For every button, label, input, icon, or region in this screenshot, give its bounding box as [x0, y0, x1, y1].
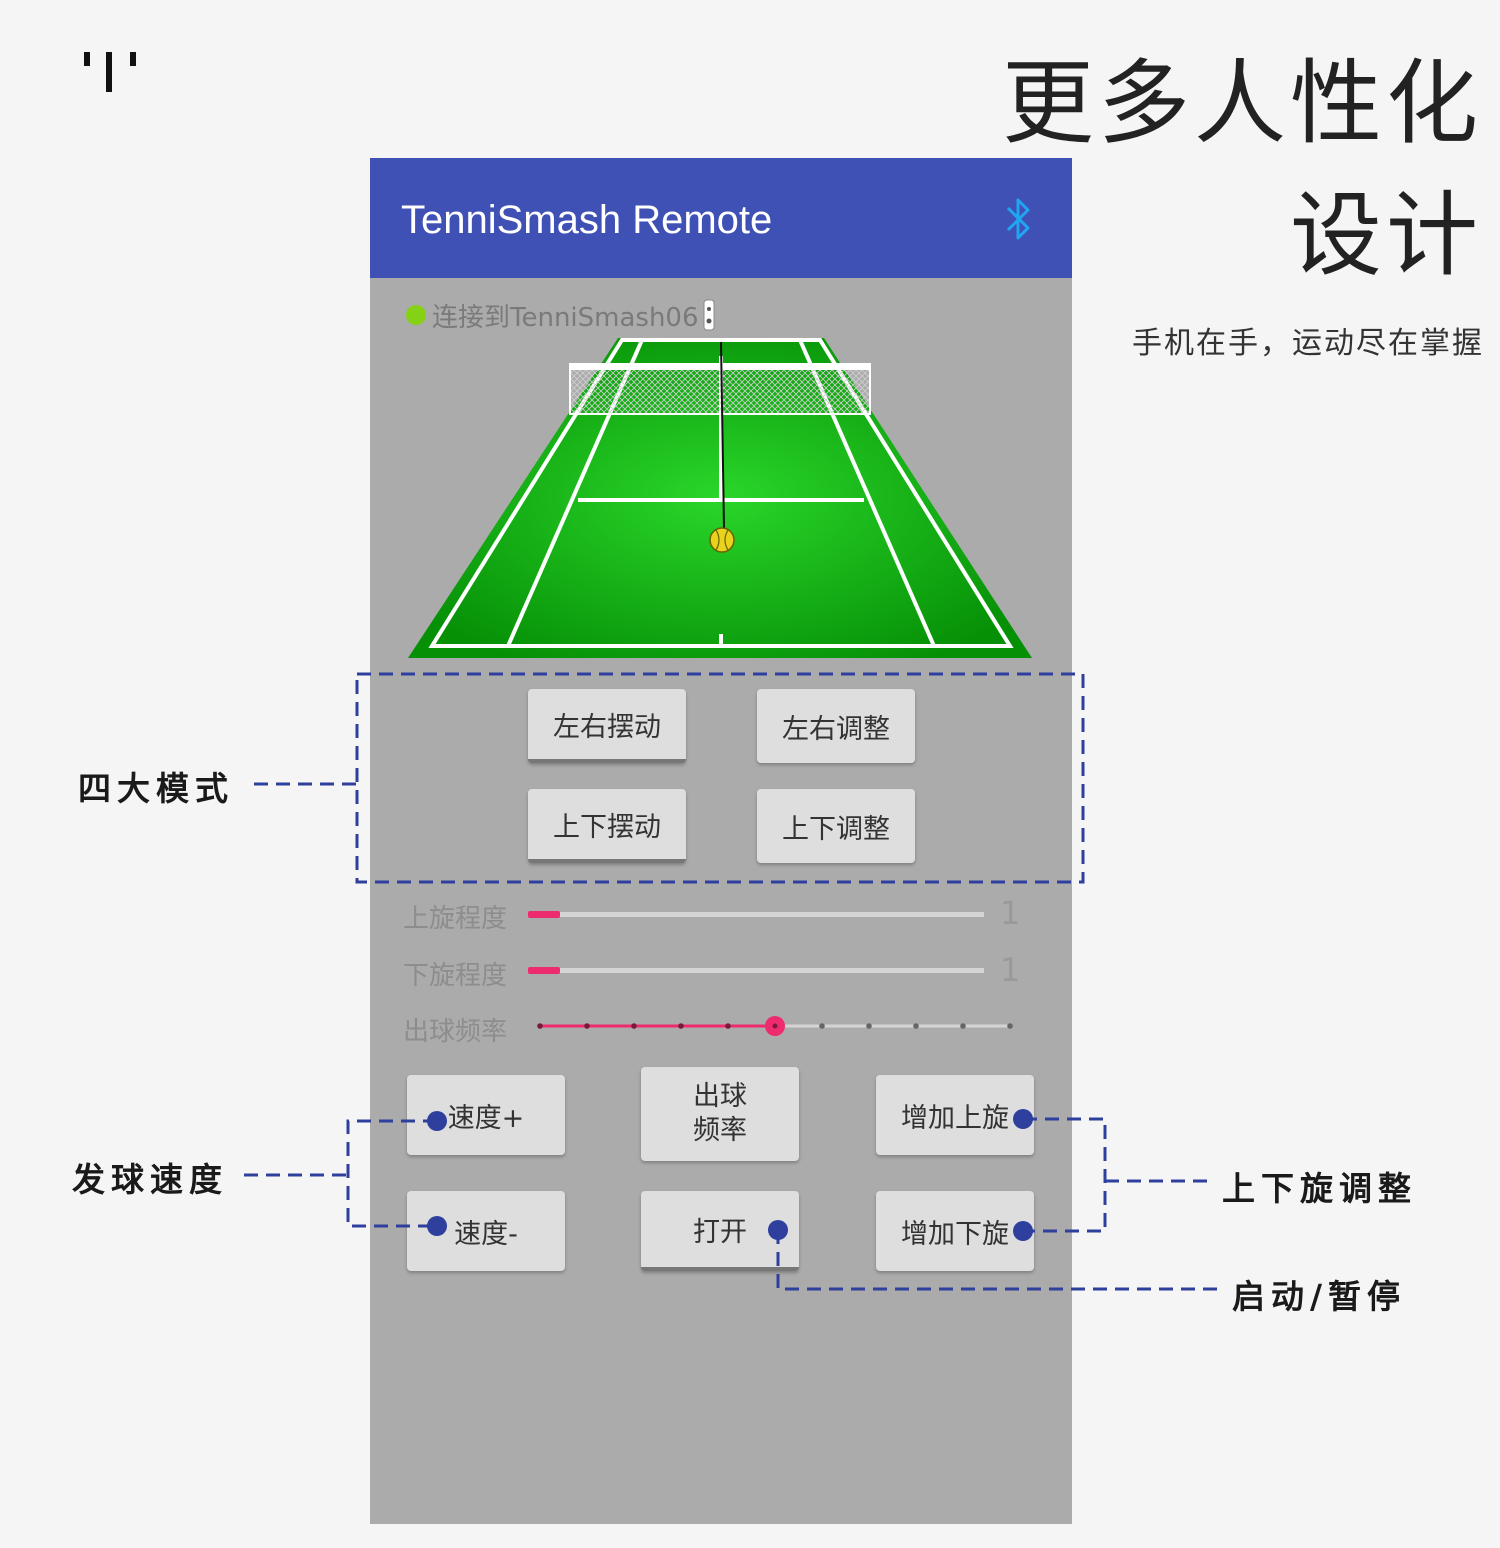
- tagline: 手机在手，运动尽在掌握: [1132, 326, 1484, 361]
- app-title: TenniSmash Remote: [401, 198, 773, 242]
- frequency-tick: [960, 1023, 966, 1029]
- headline-line2: 设计: [1289, 182, 1482, 289]
- frequency-tick: [678, 1023, 684, 1029]
- frequency-tick: [537, 1023, 543, 1029]
- ball-machine-icon: [703, 299, 715, 331]
- tennis-ball-icon: [709, 527, 735, 553]
- annotation-spin-adjust: 上下旋调整: [1222, 1169, 1417, 1208]
- add-backspin-button[interactable]: 增加下旋: [876, 1191, 1034, 1271]
- frequency-tick: [1007, 1023, 1013, 1029]
- headline: 更多人性化 设计: [1002, 38, 1482, 302]
- connected-indicator-icon: [406, 305, 426, 325]
- mode-swing-up-down-button[interactable]: 上下摆动: [528, 789, 686, 863]
- connection-status-text: 连接到TenniSmash06: [432, 302, 699, 333]
- app-bar: TenniSmash Remote: [370, 158, 1072, 278]
- annotation-serve-speed: 发球速度: [72, 1160, 228, 1199]
- add-topspin-button[interactable]: 增加上旋: [876, 1075, 1034, 1155]
- frequency-label: 出球频率: [403, 1017, 508, 1047]
- backspin-label: 下旋程度: [403, 961, 508, 991]
- frequency-button-line2: 频率: [693, 1115, 747, 1146]
- backspin-value: 1: [1000, 951, 1021, 989]
- annotation-four-modes: 四大模式: [78, 769, 234, 808]
- backspin-slider[interactable]: [528, 967, 984, 974]
- frequency-tick: [584, 1023, 590, 1029]
- frequency-tick: [819, 1023, 825, 1029]
- frequency-slider[interactable]: [530, 1014, 1020, 1038]
- bluetooth-icon[interactable]: [1002, 196, 1034, 242]
- annotation-start-pause: 启动/暂停: [1232, 1277, 1407, 1316]
- frequency-tick: [725, 1023, 731, 1029]
- frequency-tick: [631, 1023, 637, 1029]
- frequency-tick: [913, 1023, 919, 1029]
- open-button[interactable]: 打开: [641, 1191, 799, 1271]
- backspin-slider-fill: [528, 967, 560, 974]
- phone-screen: TenniSmash Remote 连接到TenniSmash06: [370, 158, 1072, 1524]
- frequency-tick: [866, 1023, 872, 1029]
- topspin-label: 上旋程度: [403, 904, 508, 934]
- trajectory-line: [720, 341, 725, 529]
- headline-line1: 更多人性化: [1001, 50, 1482, 157]
- mode-adjust-up-down-button[interactable]: 上下调整: [757, 789, 915, 863]
- topspin-slider[interactable]: [528, 911, 984, 918]
- brand-mark-icon: [84, 52, 136, 92]
- mode-adjust-left-right-button[interactable]: 左右调整: [757, 689, 915, 763]
- frequency-button-line1: 出球: [693, 1081, 747, 1112]
- speed-down-button[interactable]: 速度-: [407, 1191, 565, 1271]
- topspin-value: 1: [1000, 894, 1021, 932]
- frequency-button[interactable]: 出球 频率: [641, 1067, 799, 1161]
- mode-swing-left-right-button[interactable]: 左右摆动: [528, 689, 686, 763]
- connection-status: 连接到TenniSmash06: [406, 298, 715, 333]
- topspin-slider-fill: [528, 911, 560, 918]
- frequency-thumb-center: [772, 1023, 778, 1029]
- speed-up-button[interactable]: 速度+: [407, 1075, 565, 1155]
- tennis-court[interactable]: [370, 328, 1072, 668]
